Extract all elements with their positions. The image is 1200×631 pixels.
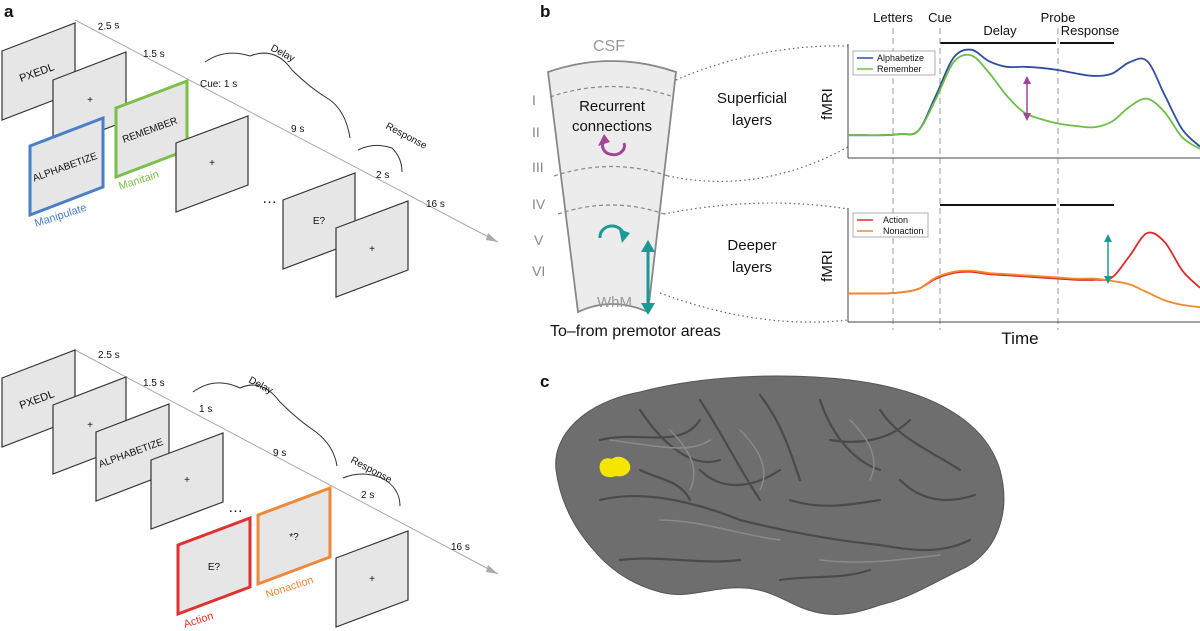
- card-fix3-top: +: [335, 200, 409, 298]
- time-2p5-top: 2.5 s: [97, 20, 120, 33]
- card-remember: REMEMBER: [114, 78, 189, 180]
- action-text: E?: [208, 562, 221, 573]
- response-brace-top: [357, 144, 403, 173]
- ylabel-bottom: fMRI: [819, 250, 836, 282]
- time-1p5-top: 1.5 s: [143, 49, 165, 60]
- diff-arrow-bottom-icon: [1104, 234, 1112, 284]
- card-alphabetize: ALPHABETIZE: [28, 115, 105, 218]
- delay-brace-top: [204, 52, 351, 139]
- ellipsis-top: …: [262, 190, 277, 207]
- card-action: E?: [176, 515, 252, 617]
- connector-top-lower: [667, 146, 849, 182]
- layer-V: V: [534, 232, 544, 248]
- time-16s-bottom: 16 s: [451, 542, 470, 553]
- legend-action: Action: [883, 215, 908, 225]
- timeline-arrowhead-bottom: [486, 565, 498, 574]
- connector-bottom-lower: [659, 292, 849, 323]
- premotor-label: To–from premotor areas: [550, 323, 721, 340]
- layer-III: III: [532, 159, 544, 175]
- nonaction-text: *?: [289, 532, 299, 543]
- series-line-nonaction: [848, 269, 1200, 309]
- phase-probe: Probe: [1041, 10, 1076, 25]
- phase-letters: Letters: [873, 10, 913, 25]
- series-line-remember: [848, 53, 1200, 150]
- fixation-text: +: [369, 244, 375, 255]
- time-cue-top: Cue: 1 s: [200, 79, 237, 90]
- legend-nonaction: Nonaction: [883, 226, 924, 236]
- layer-II: II: [532, 124, 540, 140]
- card-fix2-bottom: +: [150, 432, 224, 530]
- whm-label: WhM: [597, 294, 632, 311]
- timeline-arrowhead-top: [486, 233, 498, 242]
- time-1s-bottom: 1 s: [199, 404, 212, 415]
- panel-label-b: b: [540, 2, 550, 21]
- layer-IV: IV: [532, 196, 546, 212]
- phase-cue: Cue: [928, 10, 952, 25]
- legend-remember: Remember: [877, 64, 922, 74]
- layer-VI: VI: [532, 263, 545, 279]
- time-1p5-bottom: 1.5 s: [143, 378, 165, 389]
- time-2p5-bottom: 2.5 s: [98, 350, 120, 361]
- legend-alphabetize: Alphabetize: [877, 53, 924, 63]
- superficial-label-2: layers: [732, 112, 772, 129]
- card-fix2-top: +: [175, 115, 249, 213]
- chart-top: fMRI Alphabetize Remember: [819, 44, 1200, 159]
- recurrent-label-2: connections: [572, 118, 652, 135]
- phase-response: Response: [1061, 23, 1120, 38]
- recurrent-label-1: Recurrent: [579, 98, 646, 115]
- chart-bottom: fMRI Time Action Nonaction: [819, 208, 1200, 348]
- deeper-label-2: layers: [732, 259, 772, 276]
- timeline-top: [74, 19, 499, 243]
- diff-arrow-top-icon: [1023, 76, 1031, 121]
- card-fix3-bottom: +: [335, 530, 409, 628]
- ellipsis-bottom: …: [228, 499, 243, 516]
- time-16s-top: 16 s: [426, 199, 445, 210]
- legend-top: [852, 50, 936, 76]
- time-9s-top: 9 s: [291, 124, 304, 135]
- fixation-text: +: [87, 95, 93, 106]
- delay-label-bottom: Delay: [247, 375, 275, 397]
- fixation-text: +: [369, 574, 375, 585]
- label-action: Action: [182, 610, 215, 631]
- recurrent-arrow-icon: [598, 134, 626, 157]
- time-2s-bottom: 2 s: [361, 490, 374, 501]
- panel-label-c: c: [540, 372, 549, 391]
- connector-bottom-upper: [663, 202, 849, 215]
- panel-label-a: a: [4, 2, 14, 21]
- fixation-text: +: [87, 420, 93, 431]
- phase-delay: Delay: [983, 23, 1017, 38]
- layer-I: I: [532, 92, 536, 108]
- series-line-action: [848, 231, 1200, 295]
- fixation-text: +: [184, 475, 190, 486]
- time-9s-bottom: 9 s: [273, 448, 286, 459]
- ylabel-top: fMRI: [819, 88, 836, 120]
- deeper-label-1: Deeper: [727, 237, 776, 254]
- fixation-text: +: [209, 158, 215, 169]
- probe-text: E?: [313, 216, 326, 227]
- legend-bottom: [852, 212, 929, 238]
- superficial-label-1: Superficial: [717, 90, 787, 107]
- deep-recurrent-arrow-icon: [598, 224, 630, 243]
- premotor-arrow-icon: [641, 240, 655, 315]
- timeline-bottom: [74, 349, 499, 575]
- activation-blob: [599, 456, 631, 478]
- response-brace-bottom: [342, 473, 401, 507]
- response-label-bottom: Response: [349, 455, 394, 486]
- time-2s-top: 2 s: [376, 170, 389, 181]
- card-nonaction: *?: [256, 485, 332, 587]
- brain-image: [555, 375, 1005, 615]
- connector-top-upper: [675, 45, 849, 81]
- delay-brace-bottom: [192, 382, 338, 467]
- xlabel-time: Time: [1001, 329, 1038, 348]
- csf-label: CSF: [593, 38, 625, 55]
- delay-label-top: Delay: [269, 43, 297, 65]
